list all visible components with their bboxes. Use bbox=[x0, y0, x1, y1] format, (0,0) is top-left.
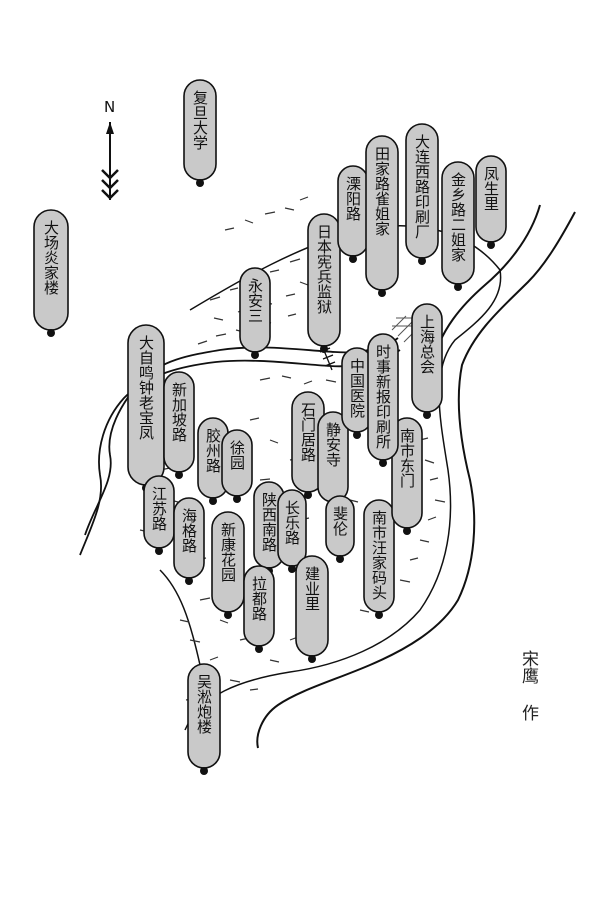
place-label-xinkang-huayuan: 新康花园 bbox=[211, 511, 245, 619]
location-pin-icon bbox=[304, 491, 312, 499]
label-text: 复旦大学 bbox=[191, 89, 209, 150]
place-label-jianye-li: 建业里 bbox=[295, 555, 329, 663]
location-pin-icon bbox=[155, 547, 163, 555]
label-text: 徐园 bbox=[228, 440, 246, 470]
label-text: 斐伦 bbox=[331, 506, 349, 537]
place-label-shishi-xinbao: 时事新报印刷所 bbox=[367, 333, 399, 467]
label-text: 溧阳路 bbox=[344, 176, 362, 221]
location-pin-icon bbox=[375, 611, 383, 619]
north-label: N bbox=[104, 98, 115, 116]
location-pin-icon bbox=[378, 289, 386, 297]
label-text: 吴淞炮楼 bbox=[195, 674, 213, 734]
label-text: 金乡路二姐家 bbox=[449, 172, 467, 262]
location-pin-icon bbox=[403, 527, 411, 535]
label-text: 建业里 bbox=[303, 566, 321, 611]
location-pin-icon bbox=[308, 655, 316, 663]
location-pin-icon bbox=[224, 611, 232, 619]
place-label-tianjia-lu: 田家路雀姐家 bbox=[365, 135, 399, 297]
place-label-changle-lu: 长乐路 bbox=[277, 489, 307, 573]
place-label-riben-xianbing: 日本宪兵监狱 bbox=[307, 213, 341, 353]
location-pin-icon bbox=[288, 565, 296, 573]
place-label-wusong-paotai: 吴淞炮楼 bbox=[187, 663, 221, 775]
label-text: 大场炎家楼 bbox=[42, 220, 60, 295]
label-text: 大自鸣钟老宝凤 bbox=[137, 335, 155, 441]
artist-signature: 宋鹰 作 bbox=[518, 650, 539, 721]
location-pin-icon bbox=[209, 497, 217, 505]
place-label-lafayette: 拉都路 bbox=[243, 565, 275, 653]
label-text: 永安三 bbox=[246, 278, 264, 323]
label-text: 胶州路 bbox=[204, 428, 222, 473]
label-text: 海格路 bbox=[180, 508, 198, 553]
place-label-xinjiapo-lu: 新加坡路 bbox=[163, 371, 195, 479]
north-arrow-icon: N bbox=[101, 98, 119, 200]
label-text: 中国医院 bbox=[348, 358, 366, 419]
label-text: 江苏路 bbox=[150, 486, 168, 531]
location-pin-icon bbox=[185, 577, 193, 585]
location-pin-icon bbox=[336, 555, 344, 563]
place-label-nanshi-dongmen: 南市东门 bbox=[391, 417, 423, 535]
label-text: 陕西南路 bbox=[260, 492, 278, 552]
label-text: 南市东门 bbox=[398, 428, 416, 489]
place-label-shimen-lu: 石门居路 bbox=[291, 391, 325, 499]
label-text: 长乐路 bbox=[283, 500, 301, 545]
label-text: 田家路雀姐家 bbox=[373, 146, 391, 236]
place-label-nanshi-wangjiamatou: 南市汪家码头 bbox=[363, 499, 395, 619]
location-pin-icon bbox=[200, 767, 208, 775]
place-label-liyang-lu: 溧阳路 bbox=[337, 165, 369, 263]
label-text: 新加坡路 bbox=[170, 382, 188, 442]
place-label-fudan-daxue: 复旦大学 bbox=[183, 79, 217, 187]
label-text: 拉都路 bbox=[250, 576, 268, 621]
place-label-jiaozhou-lu: 胶州路 bbox=[197, 417, 229, 505]
hatched-area bbox=[391, 315, 419, 343]
label-text: 上海总会 bbox=[418, 314, 436, 374]
location-pin-icon bbox=[418, 257, 426, 265]
label-text: 新康花园 bbox=[219, 522, 237, 582]
place-labels: 复旦大学大场炎家楼永安三大自鸣钟老宝凤新加坡路胶州路江苏路海格路 徐园新康花园 陕西… bbox=[33, 79, 507, 775]
place-label-fengsheng-li: 凤生里 bbox=[475, 155, 507, 249]
label-text: 石门居路 bbox=[299, 402, 317, 462]
location-pin-icon bbox=[255, 645, 263, 653]
place-label-shanghai-zonghui: 上海总会 bbox=[411, 303, 443, 419]
label-text: 时事新报印刷所 bbox=[374, 344, 392, 449]
place-label-jingan-si: 静安寺 bbox=[317, 411, 349, 509]
place-label-feilong: 斐伦 bbox=[325, 495, 355, 563]
location-pin-icon bbox=[454, 283, 462, 291]
location-pin-icon bbox=[349, 255, 357, 263]
location-pin-icon bbox=[487, 241, 495, 249]
label-text: 凤生里 bbox=[482, 166, 500, 211]
location-pin-icon bbox=[320, 345, 328, 353]
location-pin-icon bbox=[233, 495, 241, 503]
place-label-haige-lu: 海格路 bbox=[173, 497, 205, 585]
place-label-xuyuan: 徐园 bbox=[221, 429, 253, 503]
label-text: 南市汪家码头 bbox=[370, 510, 388, 600]
location-pin-icon bbox=[423, 411, 431, 419]
place-label-dazi-minglou: 大自鸣钟老宝凤 bbox=[127, 324, 165, 492]
place-label-dalian-xilu: 大连西路印刷厂 bbox=[405, 123, 439, 265]
location-pin-icon bbox=[251, 351, 259, 359]
place-label-dachang-yanwulou: 大场炎家楼 bbox=[33, 209, 69, 337]
label-text: 静安寺 bbox=[324, 422, 342, 467]
place-label-jinxiang-lu: 金乡路二姐家 bbox=[441, 161, 475, 291]
location-pin-icon bbox=[353, 431, 361, 439]
label-text: 日本宪兵监狱 bbox=[315, 224, 333, 315]
location-pin-icon bbox=[47, 329, 55, 337]
place-label-yongan-san: 永安三 bbox=[239, 267, 271, 359]
location-pin-icon bbox=[175, 471, 183, 479]
label-text: 大连西路印刷厂 bbox=[413, 134, 431, 239]
river bbox=[256, 204, 576, 749]
location-pin-icon bbox=[379, 459, 387, 467]
place-label-jiangsu-lu: 江苏路 bbox=[143, 475, 175, 555]
location-pin-icon bbox=[196, 179, 204, 187]
